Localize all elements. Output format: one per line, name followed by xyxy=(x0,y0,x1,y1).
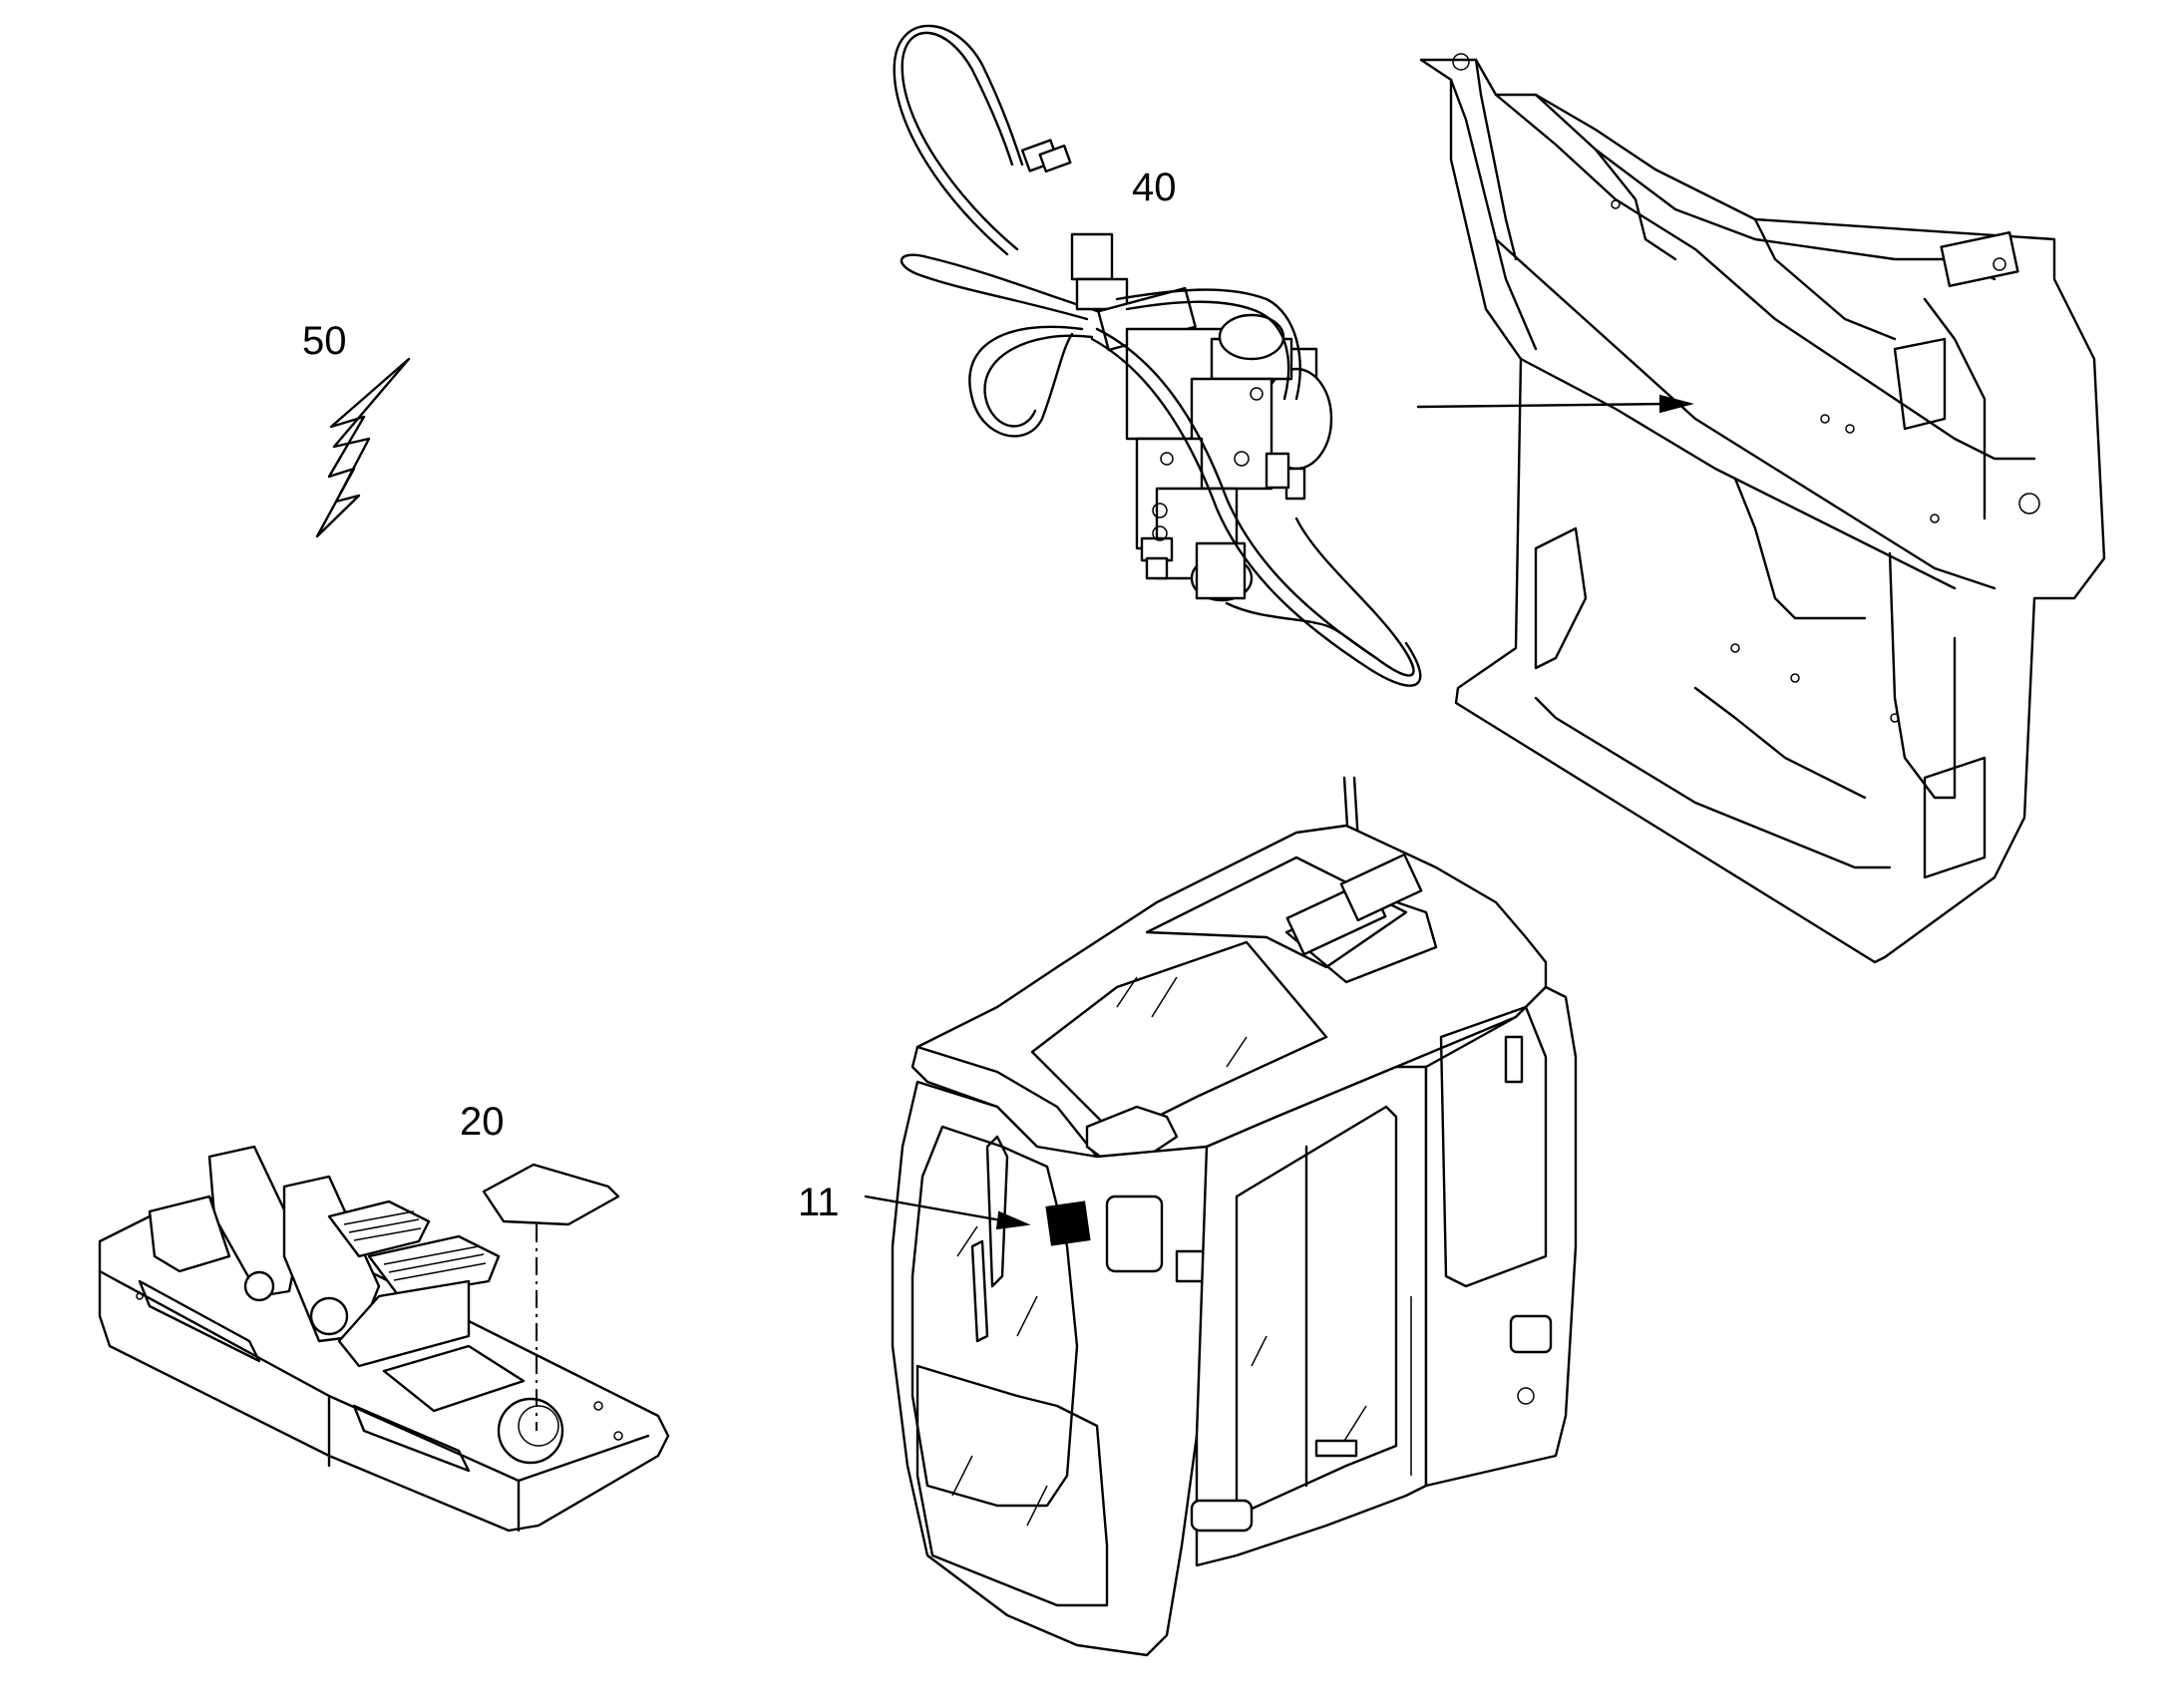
lightning-bolt-icon xyxy=(315,357,411,538)
callout-11: 11 xyxy=(798,1181,840,1224)
leader-40-arrow xyxy=(1416,394,1694,414)
operator-cab xyxy=(891,776,1578,1657)
cover-plate xyxy=(482,1163,620,1431)
callout-50: 50 xyxy=(302,319,347,363)
hydraulic-valve-assembly xyxy=(893,24,1422,687)
pedal-floor-plate xyxy=(98,1145,670,1533)
pedal-tread xyxy=(343,1210,487,1281)
callout-40: 40 xyxy=(1132,166,1177,209)
callout-20: 20 xyxy=(460,1100,505,1144)
leader-11-arrow xyxy=(864,1195,1031,1230)
mounting-bracket xyxy=(1419,53,2106,964)
